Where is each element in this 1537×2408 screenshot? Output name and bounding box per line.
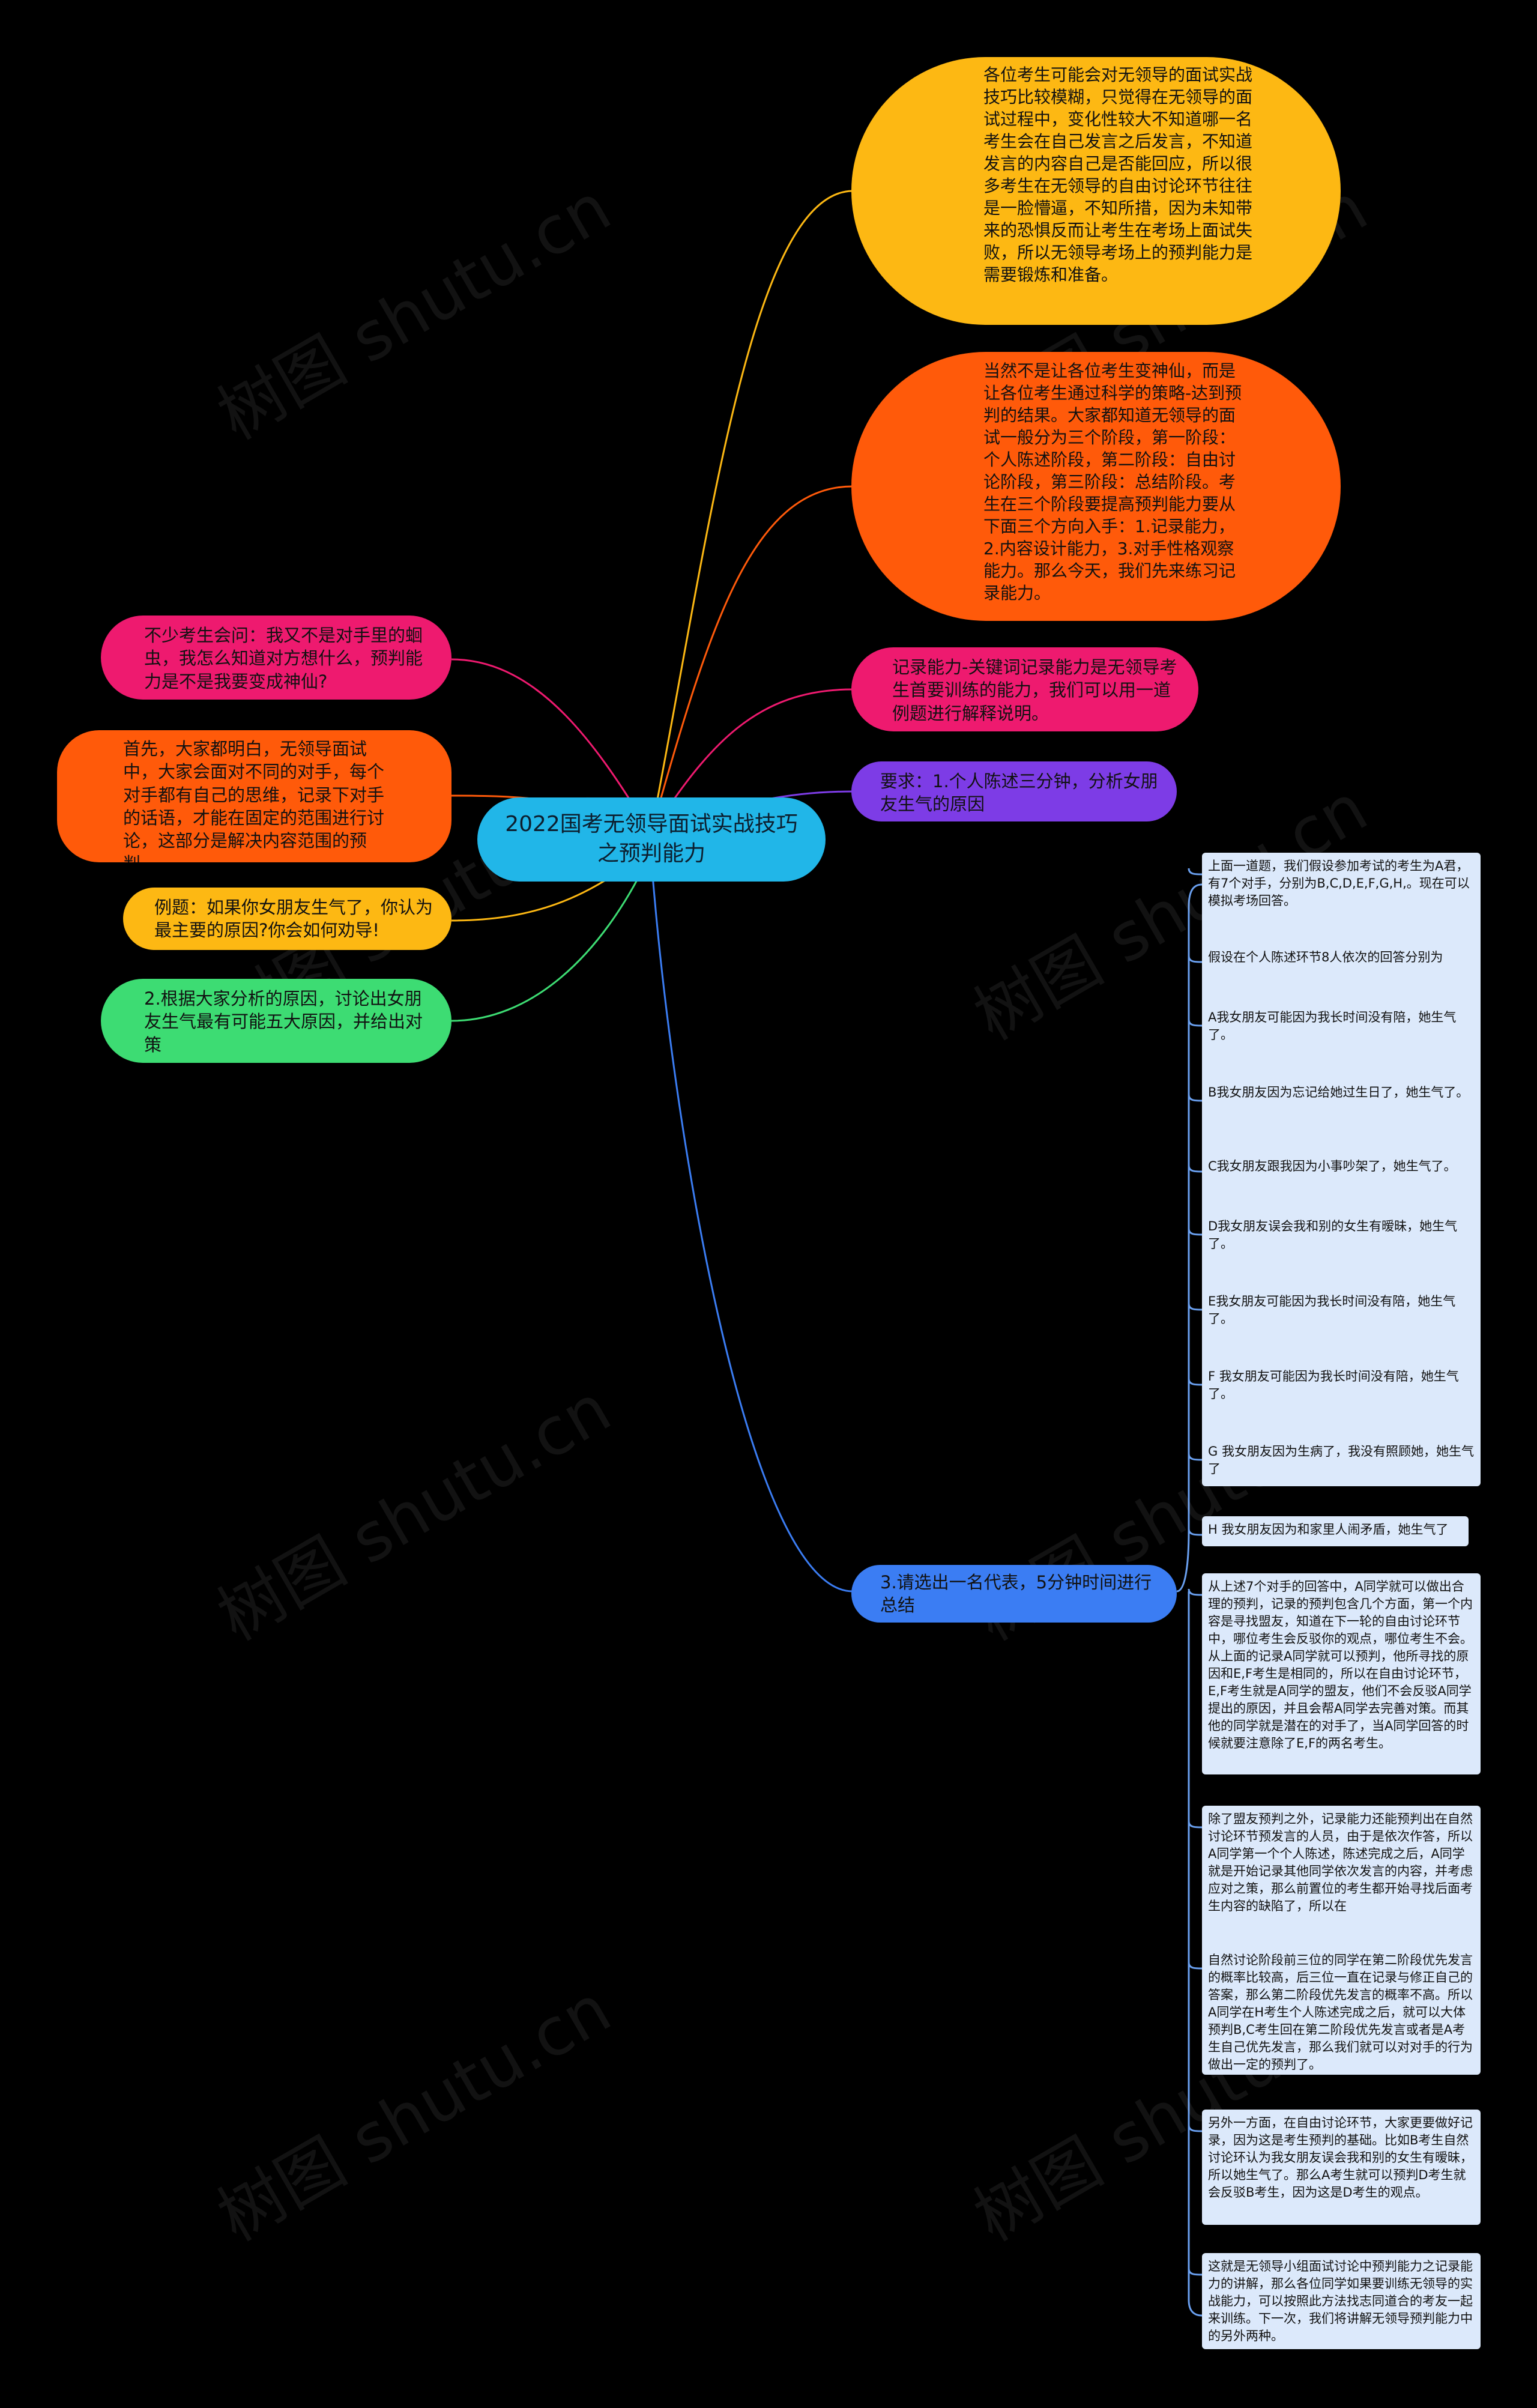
leaf-connector <box>1188 955 1203 963</box>
center-topic-label: 2022国考无领导面试实战技巧之预判能力 <box>505 812 798 866</box>
leaf-connector <box>1188 2125 1203 2132</box>
right-node-record-text: 记录能力-关键词记录能力是无领导考生首要训练的能力，我们可以用一道例题进行解释说… <box>892 657 1177 724</box>
left-node-question-text: 不少考生会问：我又不是对手里的蛔虫，我怎么知道对方想什么，预判能力是不是我要变成… <box>144 625 423 692</box>
right-node-intro-text: 各位考生可能会对无领导的面试实战技巧比较模糊，只觉得在无领导的面试过程中，变化性… <box>983 65 1253 285</box>
leaf-item[interactable]: C我女朋友跟我因为小事吵架了，她生气了。 <box>1202 1153 1481 1183</box>
link-right-orange <box>650 485 853 834</box>
leaf-connector <box>1188 1228 1203 1236</box>
right-node-requirement-text: 要求：1.个人陈述三分钟，分析女朋友生气的原因 <box>880 771 1158 815</box>
left-node-first-text: 首先，大家都明白，无领导面试中，大家会面对不同的对手，每个对手都有自己的思维，记… <box>123 739 385 862</box>
leaf-connector <box>1188 1821 1203 1829</box>
left-node-first[interactable]: 首先，大家都明白，无领导面试中，大家会面对不同的对手，每个对手都有自己的思维，记… <box>57 730 451 862</box>
leaf-item[interactable]: B我女朋友因为忘记给她过生日了，她生气了。 <box>1202 1079 1481 1124</box>
left-node-example-text: 例题：如果你女朋友生气了，你认为最主要的原因?你会如何劝导! <box>154 897 433 941</box>
leaf-item[interactable]: G 我女朋友因为生病了，我没有照顾她，她生气了 <box>1202 1438 1481 1486</box>
left-node-reasons-text: 2.根据大家分析的原因，讨论出女朋友生气最有可能五大原因，并给出对策 <box>144 988 423 1055</box>
leaf-item[interactable]: 除了盟友预判之外，记录能力还能预判出在自然讨论环节预发言的人员，由于是依次作答，… <box>1202 1806 1481 1958</box>
right-node-strategy[interactable]: 当然不是让各位考生变神仙，而是让各位考生通过科学的策略-达到预判的结果。大家都知… <box>851 352 1341 621</box>
right-node-intro[interactable]: 各位考生可能会对无领导的面试实战技巧比较模糊，只觉得在无领导的面试过程中，变化性… <box>851 57 1341 325</box>
leaf-item[interactable]: A我女朋友可能因为我长时间没有陪，她生气了。 <box>1202 1004 1481 1049</box>
leaf-item[interactable]: 自然讨论阶段前三位的同学在第二阶段优先发言的概率比较高，后三位一直在记录与修正自… <box>1202 1947 1481 2075</box>
link-right-blue <box>650 852 853 1593</box>
leaf-connector <box>1188 1165 1203 1173</box>
leaf-connector <box>1188 1453 1203 1461</box>
right-node-record[interactable]: 记录能力-关键词记录能力是无领导考生首要训练的能力，我们可以用一道例题进行解释说… <box>851 647 1198 731</box>
left-node-question[interactable]: 不少考生会问：我又不是对手里的蛔虫，我怎么知道对方想什么，预判能力是不是我要变成… <box>101 616 451 700</box>
left-node-reasons[interactable]: 2.根据大家分析的原因，讨论出女朋友生气最有可能五大原因，并给出对策 <box>101 979 451 1063</box>
center-topic[interactable]: 2022国考无领导面试实战技巧之预判能力 <box>477 797 826 882</box>
leaf-connector <box>1188 1094 1203 1102</box>
leaf-item[interactable]: F 我女朋友可能因为我长时间没有陪，她生气了。 <box>1202 1363 1481 1408</box>
leaf-connector <box>1188 1378 1203 1386</box>
leaf-item[interactable]: D我女朋友误会我和别的女生有暧昧，她生气了。 <box>1202 1213 1481 1258</box>
leaf-bracket-line <box>1176 883 1203 2317</box>
leaf-item[interactable]: 假设在个人陈述环节8人依次的回答分别为 <box>1202 944 1461 973</box>
right-node-requirement[interactable]: 要求：1.个人陈述三分钟，分析女朋友生气的原因 <box>851 761 1177 821</box>
link-right-yellow <box>650 190 853 834</box>
leaf-connector <box>1188 1588 1203 1596</box>
right-node-summary[interactable]: 3.请选出一名代表，5分钟时间进行总结 <box>851 1565 1177 1623</box>
leaf-connector <box>1188 1303 1203 1311</box>
left-node-example[interactable]: 例题：如果你女朋友生气了，你认为最主要的原因?你会如何劝导! <box>123 888 451 950</box>
right-node-summary-text: 3.请选出一名代表，5分钟时间进行总结 <box>880 1572 1152 1616</box>
leaf-item[interactable]: 从上述7个对手的回答中，A同学就可以做出合理的预判，记录的预判包含几个方面，第一… <box>1202 1573 1481 1774</box>
leaf-connector <box>1188 2268 1203 2276</box>
leaf-connector <box>1188 1528 1203 1536</box>
leaf-connector <box>1188 1019 1203 1027</box>
right-node-strategy-text: 当然不是让各位考生变神仙，而是让各位考生通过科学的策略-达到预判的结果。大家都知… <box>983 361 1242 603</box>
leaf-item[interactable]: H 我女朋友因为和家里人闹矛盾，她生气了 <box>1202 1516 1469 1546</box>
leaf-connector <box>1188 868 1203 876</box>
leaf-item[interactable]: E我女朋友可能因为我长时间没有陪，她生气了。 <box>1202 1288 1481 1333</box>
link-left-green <box>451 852 652 1022</box>
leaf-item[interactable]: 这就是无领导小组面试讨论中预判能力之记录能力的讲解，那么各位同学如果要训练无领导… <box>1202 2253 1481 2349</box>
leaf-item[interactable]: 另外一方面，在自由讨论环节，大家更要做好记录，因为这是考生预判的基础。比如B考生… <box>1202 2110 1481 2225</box>
leaf-connector <box>1188 1962 1203 1970</box>
